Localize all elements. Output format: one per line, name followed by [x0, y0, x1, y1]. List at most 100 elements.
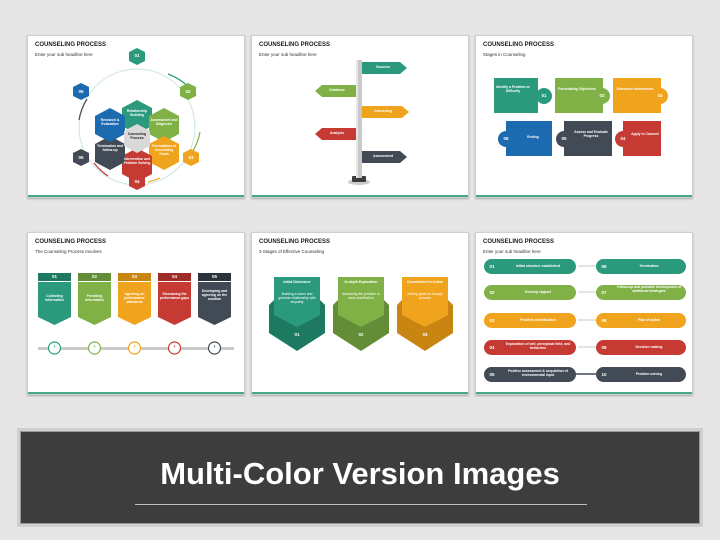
- stage-number: 05: [561, 136, 567, 141]
- step-label: Relationship Building: [126, 109, 148, 117]
- item-label: Agreeing on performance standards: [124, 292, 145, 304]
- slide-thumbnail-3[interactable]: COUNSELING PROCESS Stages in Counseling …: [475, 35, 693, 198]
- chevron-right-icon: ›: [213, 344, 216, 350]
- center-label: Counseling Process: [127, 132, 147, 140]
- item-label: Developing and agreeing on the solution: [201, 289, 228, 301]
- stage-description: Setting goals to change process: [407, 292, 443, 300]
- slide-title: COUNSELING PROCESS: [483, 42, 555, 48]
- step-number: 03: [188, 155, 194, 160]
- step-label: Research & Evaluation: [100, 118, 120, 126]
- stage-number: 04: [620, 136, 626, 141]
- stage-label: Apply in Counsel: [631, 132, 659, 136]
- slide-subtitle: Enter your sub headline here: [35, 52, 93, 57]
- stage-title: In-depth Exploration: [344, 280, 378, 284]
- step-label: Assessment and Diagnosis: [150, 118, 178, 126]
- item-label: Collecting information: [45, 294, 64, 302]
- step-number: 01: [489, 264, 495, 269]
- slide-thumbnail-1[interactable]: COUNSELING PROCESS Enter your sub headli…: [27, 35, 245, 198]
- stage-description: Assessing the problem to ease clarificat…: [341, 292, 381, 300]
- step-number: 06: [601, 264, 607, 269]
- step-label: Follow-up and possible development of ad…: [617, 285, 681, 293]
- step-number: 04: [489, 345, 495, 350]
- slide-title: COUNSELING PROCESS: [35, 239, 107, 245]
- slide-subtitle: Enter your sub headline here: [483, 249, 541, 254]
- sign-label: Success: [376, 65, 390, 69]
- step-label: Problem identification: [520, 318, 556, 322]
- puzzle-stages-graphic: [494, 78, 668, 156]
- step-number: 10: [601, 372, 607, 377]
- stage-number: 02: [599, 93, 605, 98]
- chevron-right-icon: ›: [53, 344, 56, 350]
- stage-number: 06: [503, 136, 509, 141]
- step-label: Decision making: [635, 345, 663, 349]
- three-stages-graphic: [269, 277, 453, 351]
- slide-subtitle: The Counseling Process Involves: [35, 249, 102, 254]
- item-number: 05: [211, 274, 217, 279]
- slide-thumbnail-6[interactable]: COUNSELING PROCESS Enter your sub headli…: [475, 232, 693, 395]
- step-label: Exploration of self, perceptual field, a…: [505, 342, 571, 350]
- sign-label: Analysis: [330, 131, 344, 135]
- sign-label: Counseling: [373, 109, 393, 113]
- stage-label: Formulating Objectives: [558, 87, 596, 91]
- hexagon-cycle-graphic: [73, 48, 201, 190]
- stage-label: Ending: [527, 135, 539, 139]
- banner-columns-graphic: [38, 273, 234, 355]
- slide-title: COUNSELING PROCESS: [259, 42, 331, 48]
- slide-subtitle: Enter your sub headline here: [259, 52, 317, 57]
- bottom-banner: Multi-Color Version Images: [20, 431, 700, 524]
- step-label: Positive assessment & acquisition of env…: [508, 369, 568, 377]
- ten-step-flow-graphic: [484, 259, 686, 382]
- banner-divider: [135, 504, 587, 505]
- slide-thumbnail-2[interactable]: COUNSELING PROCESS Enter your sub headli…: [251, 35, 469, 198]
- slide-subtitle: 3 Stages of Effective Counseling: [259, 249, 324, 254]
- signpost-graphic: [315, 60, 409, 185]
- stage-number: 01: [541, 93, 547, 98]
- stage-label: Assess and Evaluate Progress: [574, 130, 608, 138]
- slide-title: COUNSELING PROCESS: [483, 239, 555, 245]
- item-number: 03: [131, 274, 137, 279]
- stage-label: Identify a Problem or Difficulty: [496, 85, 530, 93]
- stage-description: Building a warm and genuine relationship…: [278, 292, 316, 304]
- step-number: 01: [134, 53, 140, 58]
- chevron-right-icon: ›: [93, 344, 96, 350]
- stage-number: 01: [294, 332, 300, 337]
- step-number: 05: [78, 155, 84, 160]
- stage-label: Determine Intervention: [616, 87, 654, 91]
- step-number: 03: [489, 318, 495, 323]
- chevron-right-icon: ›: [173, 344, 176, 350]
- item-label: Providing information: [85, 294, 104, 302]
- step-label: Develop rapport: [525, 290, 551, 294]
- item-label: Discussing the performance gaps: [159, 292, 190, 300]
- banner-title: Multi-Color Version Images: [160, 456, 560, 491]
- step-label: Initial structure established: [515, 264, 561, 268]
- stage-number: 03: [657, 93, 663, 98]
- item-number: 02: [91, 274, 97, 279]
- slide-subtitle: Stages in Counseling: [483, 52, 526, 57]
- slide-title: COUNSELING PROCESS: [35, 42, 107, 48]
- stage-number: 02: [358, 332, 364, 337]
- step-label: Termination and follow-up: [96, 144, 124, 152]
- sign-label: Assessment: [373, 154, 393, 158]
- step-label: Termination: [639, 264, 659, 268]
- stage-number: 03: [422, 332, 428, 337]
- step-number: 05: [489, 372, 495, 377]
- step-label: Problem solving: [635, 372, 663, 376]
- item-number: 01: [51, 274, 57, 279]
- sign-label: Guidance: [329, 88, 345, 92]
- stage-title: Commitment to Action: [406, 280, 444, 284]
- step-number: 08: [601, 318, 607, 323]
- step-number: 07: [601, 290, 607, 295]
- step-number: 04: [134, 179, 140, 184]
- step-number: 09: [601, 345, 607, 350]
- step-number: 06: [78, 89, 84, 94]
- step-number: 02: [489, 290, 495, 295]
- step-label: Intervention and Problem Solving: [123, 157, 151, 165]
- step-number: 02: [185, 89, 191, 94]
- step-label: Plan of action: [637, 318, 661, 322]
- slide-thumbnail-5[interactable]: COUNSELING PROCESS 3 Stages of Effective…: [251, 232, 469, 395]
- slide-title: COUNSELING PROCESS: [259, 239, 331, 245]
- item-number: 04: [171, 274, 177, 279]
- stage-title: Initial Disclosure: [283, 280, 311, 284]
- chevron-right-icon: ›: [133, 344, 136, 350]
- slide-thumbnail-4[interactable]: COUNSELING PROCESS The Counseling Proces…: [27, 232, 245, 395]
